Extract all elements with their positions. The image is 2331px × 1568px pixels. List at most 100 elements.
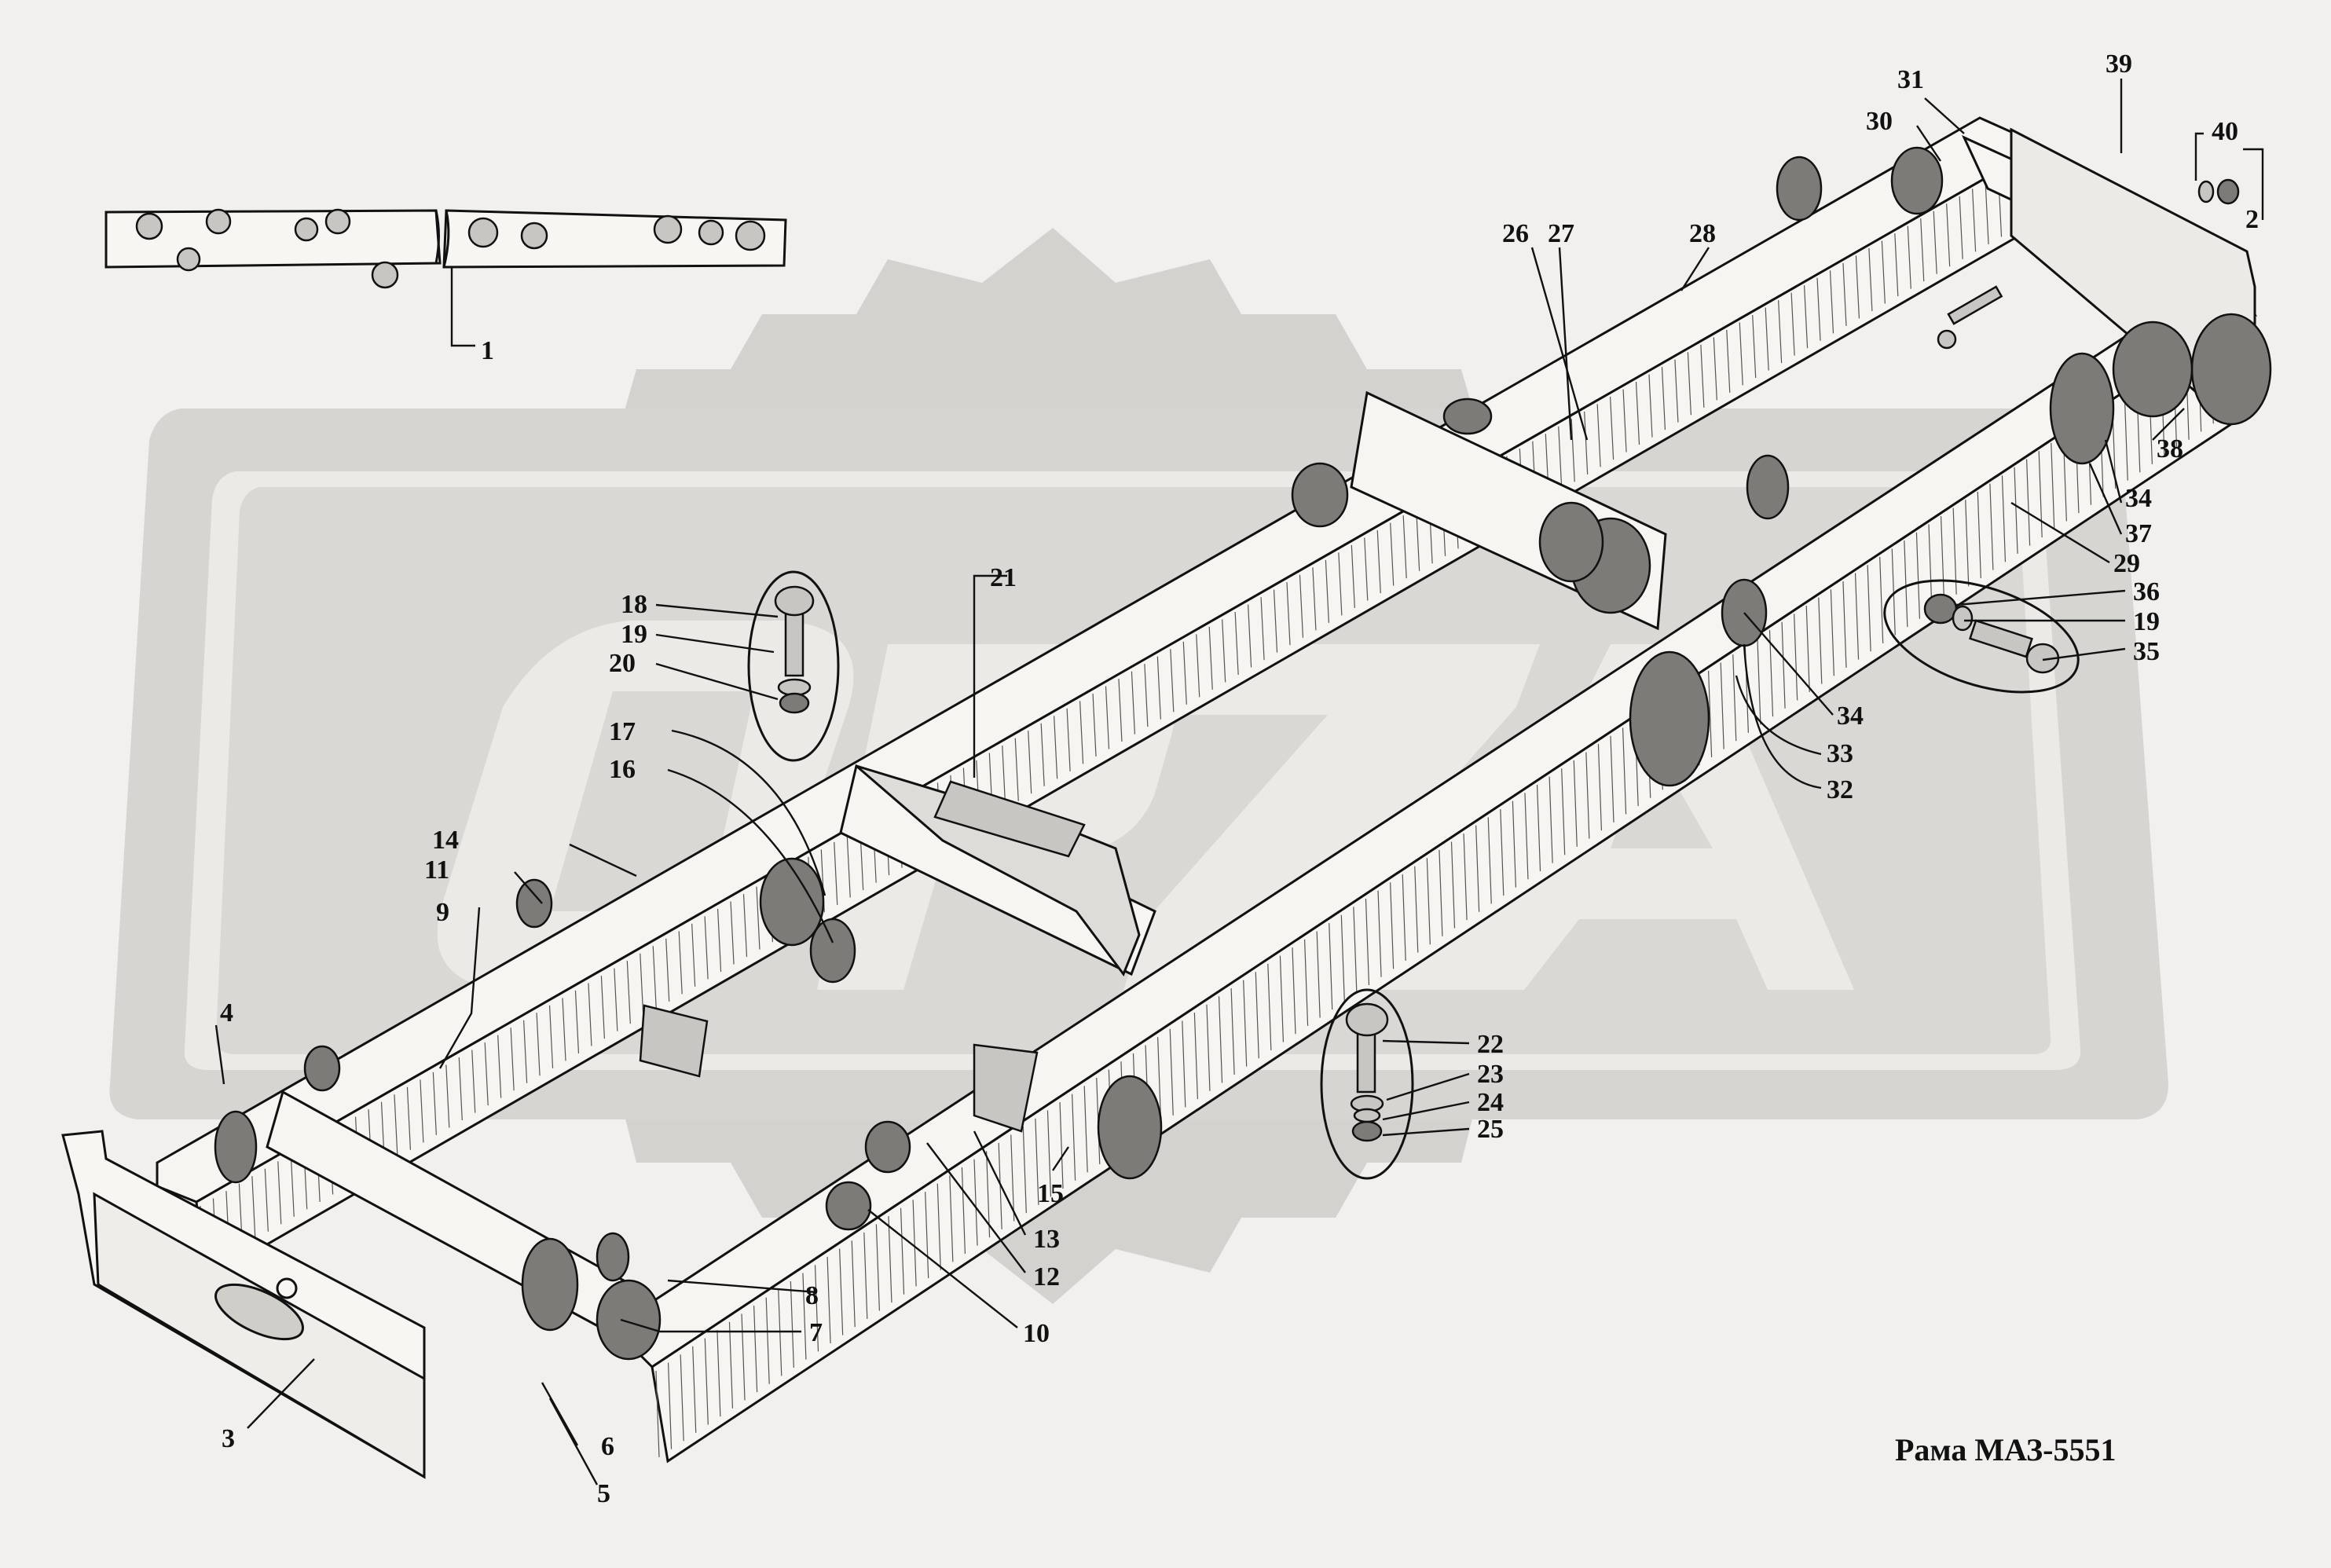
rail-hatch-line (1182, 641, 1187, 705)
rail-hatch-line (562, 998, 566, 1061)
rail-hatch-line (1622, 389, 1627, 452)
rail-hatch-line (1292, 947, 1296, 1035)
rail-hatch-line (912, 1200, 917, 1287)
rail-hatch-line (667, 1362, 673, 1449)
spring-brackets (214, 146, 2115, 1361)
rail-hatch-line (680, 1354, 684, 1442)
rail-hatch-line (1790, 292, 1795, 356)
rail-hatch-line (814, 1265, 819, 1352)
rail-hatch-line (1915, 532, 1921, 619)
label-40: 40 (2212, 117, 2238, 146)
rail-hatch-line (484, 1042, 489, 1106)
rail-hatch-line (523, 1020, 528, 1083)
rail-hatch-line (1312, 567, 1317, 631)
rail-hatch-line (1803, 285, 1809, 349)
rail-hatch-line (704, 1338, 709, 1425)
rail-hatch-line (497, 1035, 502, 1098)
rail-hatch-line (640, 953, 644, 1017)
label-1: 1 (481, 336, 494, 365)
rail-hatch-line (548, 1005, 554, 1068)
part-number-labels: 1 2 3 4 5 6 7 8 9 10 11 12 13 14 15 16 1… (220, 49, 2259, 1508)
rail-hatch-line (1536, 784, 1541, 871)
rail-hatch-line (1118, 679, 1123, 742)
rail-hatch-line (1977, 491, 1981, 578)
rail-hatch-line (1597, 744, 1603, 831)
rail-hatch-line (1708, 670, 1713, 757)
rail-hatch-line (406, 1086, 412, 1150)
rail-hatch-line (742, 894, 748, 958)
rail-hatch-line (1092, 693, 1097, 757)
rail-hatch-line (1635, 382, 1640, 445)
rail-hatch-line (614, 968, 618, 1031)
rail-hatch-line (949, 1175, 954, 1262)
rail-hatch-line (1596, 404, 1601, 467)
rail-hatch-line (1757, 638, 1761, 725)
rail-hatch-line (1726, 329, 1731, 393)
rail-hatch-line (1105, 686, 1110, 749)
rail-hatch-line (851, 1240, 856, 1328)
rail-hatch-line (420, 1079, 424, 1143)
rail-hatch-line (1985, 181, 1989, 244)
rail-hatch-line (765, 1297, 770, 1384)
rail-hatch-line (936, 1183, 941, 1270)
label-7: 7 (809, 1318, 823, 1347)
rail-hatch-line (1816, 277, 1821, 341)
label-28: 28 (1689, 219, 1716, 248)
rail-hatch-line (1260, 597, 1265, 661)
label-13: 13 (1033, 1225, 1060, 1254)
rail-hatch-line (961, 1167, 966, 1254)
label-36: 36 (2133, 577, 2160, 606)
rail-hatch-line (802, 1273, 807, 1360)
rail-hatch-line (1351, 544, 1355, 608)
label-33: 33 (1827, 739, 1853, 768)
rail-hatch-line (2038, 451, 2043, 538)
side-view-frame (104, 208, 787, 289)
rail-hatch-line (2026, 459, 2031, 546)
rail-hatch-line (574, 990, 580, 1053)
rail-hatch-line (692, 1346, 697, 1433)
rail-hatch-line (1933, 211, 1937, 274)
rail-hatch-line (1234, 611, 1239, 676)
rail-hatch-line (900, 1207, 905, 1295)
rail-hatch-line (1218, 996, 1223, 1083)
rail-hatch-line (471, 1050, 476, 1113)
rail-hatch-line (1855, 255, 1860, 319)
rail-hatch-line (1720, 662, 1724, 749)
rail-hatch-line (1622, 727, 1627, 815)
rail-hatch-line (1450, 841, 1456, 929)
rail-hatch-line (1765, 307, 1769, 371)
label-39: 39 (2106, 49, 2132, 79)
rail-hatch-line (826, 1256, 831, 1343)
rail-hatch-line (1267, 963, 1272, 1050)
leader-lines (214, 79, 2264, 1486)
rail-hatch-line (1014, 738, 1019, 801)
rail-hatch-line (717, 1330, 721, 1417)
label-25: 25 (1477, 1115, 1504, 1144)
rail-hatch-line (1959, 196, 1963, 259)
rail-hatch-line (458, 1057, 463, 1121)
rail-hatch-line (510, 1028, 515, 1091)
rail-hatch-line (1881, 240, 1886, 304)
rail-hatch-line (665, 938, 670, 1002)
rail-hatch-line (1558, 426, 1563, 489)
rail-hatch-line (1500, 809, 1505, 896)
rail-hatch-line (1299, 574, 1304, 638)
label-9: 9 (436, 898, 449, 927)
rail-hatch-line (753, 1306, 758, 1393)
label-24: 24 (1477, 1088, 1504, 1117)
label-6: 6 (601, 1432, 614, 1461)
rail-hatch-line (1286, 582, 1291, 646)
rail-hatch-line (1316, 931, 1321, 1018)
rail-hatch-line (1700, 344, 1705, 408)
rail-hatch-line (1325, 559, 1329, 623)
rail-hatch-line (730, 901, 735, 965)
label-29: 29 (2113, 549, 2140, 578)
rail-hatch-line (1907, 225, 1911, 289)
rail-hatch-line (1487, 817, 1492, 904)
label-19-top: 19 (621, 620, 647, 649)
callout-bolt-18-20 (747, 570, 840, 762)
rail-hatch-line (2124, 394, 2128, 481)
rail-hatch-line (1054, 716, 1058, 779)
